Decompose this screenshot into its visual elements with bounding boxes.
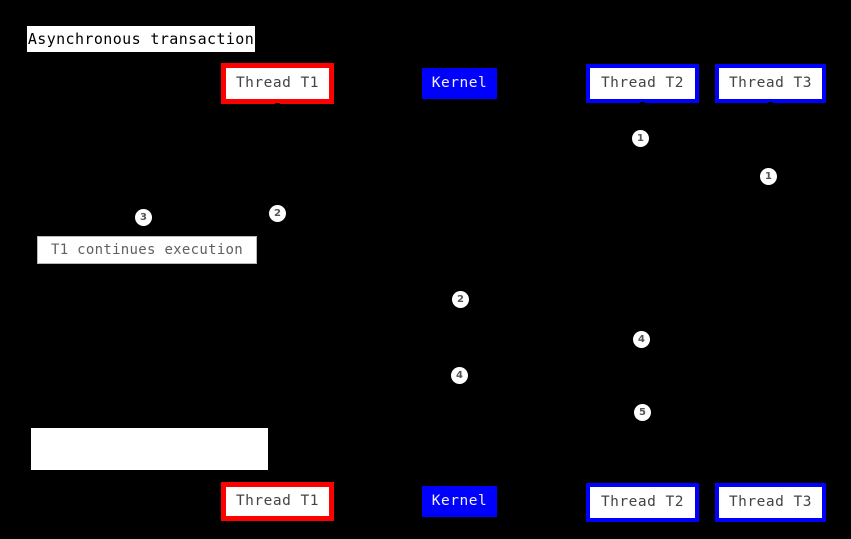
sequence-badge-2b: 2 — [452, 291, 469, 308]
sequence-badge-3: 3 — [135, 209, 152, 226]
lifeline-header-thread-t3-top[interactable]: Thread T3 — [715, 64, 826, 103]
lifeline-footer-thread-t1-bottom[interactable]: Thread T1 — [221, 482, 334, 521]
sequence-badge-1a: 1 — [632, 130, 649, 147]
lifeline-footer-thread-t2-bottom[interactable]: Thread T2 — [586, 483, 699, 522]
sequence-badge-5: 5 — [634, 404, 651, 421]
lifeline-header-thread-t1-top[interactable]: Thread T1 — [221, 63, 334, 104]
note-empty — [31, 428, 268, 470]
sequence-badge-1b: 1 — [760, 168, 777, 185]
lifeline-stub-thread-t1-top — [275, 103, 280, 108]
lifeline-stub-thread-t3-top — [768, 102, 773, 107]
sequence-badge-4a: 4 — [633, 331, 650, 348]
lifeline-footer-kernel-bottom[interactable]: Kernel — [422, 486, 497, 517]
diagram-title: Asynchronous transaction — [27, 26, 255, 52]
lifeline-stub-thread-t1-bottom — [275, 479, 280, 484]
lifeline-stub-thread-t3-bottom — [768, 480, 773, 485]
lifeline-header-kernel-top[interactable]: Kernel — [422, 68, 497, 99]
lifeline-header-thread-t2-top[interactable]: Thread T2 — [586, 64, 699, 103]
lifeline-stub-thread-t2-bottom — [640, 480, 645, 485]
note-t1-continues-execution: T1 continues execution — [37, 236, 257, 264]
lifeline-footer-thread-t3-bottom[interactable]: Thread T3 — [715, 483, 826, 522]
sequence-badge-2a: 2 — [269, 205, 286, 222]
sequence-badge-4b: 4 — [451, 367, 468, 384]
lifeline-stub-thread-t2-top — [640, 102, 645, 107]
